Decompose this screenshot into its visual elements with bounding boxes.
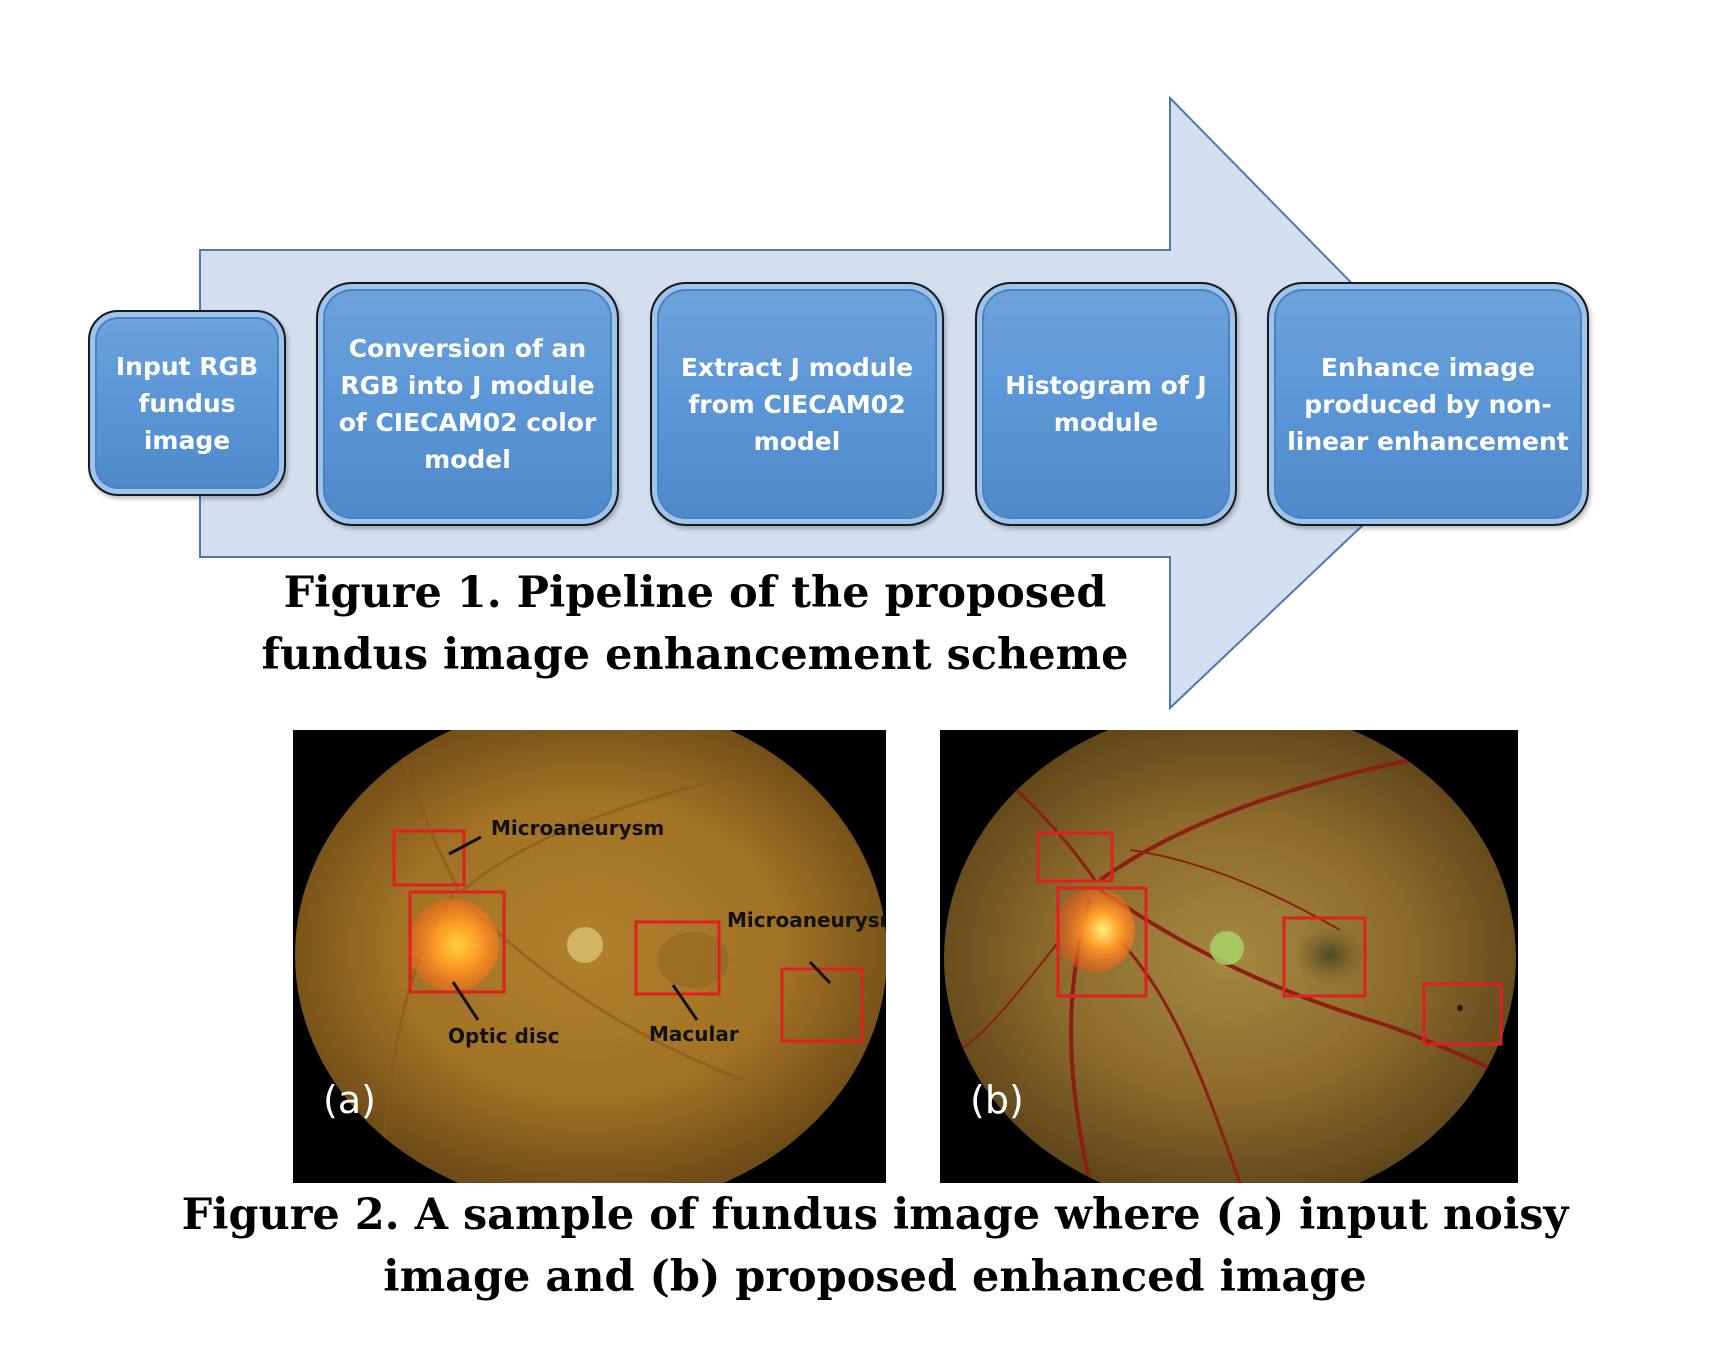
step-label: Enhance image produced by non-linear enh… xyxy=(1287,352,1569,456)
fundus-image-proposed-enhanced: (b) xyxy=(940,730,1518,1183)
annotation-microaneurysm-right: Microaneurysm xyxy=(727,908,886,932)
fundus-image-input-noisy: Microaneurysm Microaneurysm Optic disc M… xyxy=(293,730,886,1183)
panel-label-b: (b) xyxy=(970,1078,1024,1122)
caption-line: fundus image enhancement scheme xyxy=(261,630,1129,680)
step-nonlinear-enhancement: Enhance image produced by non-linear enh… xyxy=(1267,282,1589,526)
step-label: Input RGB fundus image xyxy=(115,351,259,455)
step-label: Conversion of an RGB into J module of CI… xyxy=(338,334,597,474)
figure-2-caption: Figure 2. A sample of fundus image where… xyxy=(140,1184,1610,1308)
figure-1-caption: Figure 1. Pipeline of the proposed fundu… xyxy=(230,562,1160,686)
annotation-macular: Macular xyxy=(649,1022,739,1046)
panel-label-a: (a) xyxy=(323,1078,376,1122)
caption-line: Figure 2. A sample of fundus image where… xyxy=(181,1190,1569,1240)
step-rgb-to-j-conversion: Conversion of an RGB into J module of CI… xyxy=(316,282,619,526)
step-histogram-j-module: Histogram of J module xyxy=(975,282,1237,526)
caption-line: Figure 1. Pipeline of the proposed xyxy=(283,568,1107,618)
fundus-image-b-graphic: (b) xyxy=(944,730,1516,1183)
step-input-rgb-fundus-image: Input RGB fundus image xyxy=(88,310,286,496)
caption-line: image and (b) proposed enhanced image xyxy=(383,1252,1367,1302)
step-label: Extract J module from CIECAM02 model xyxy=(680,352,914,456)
step-extract-j-module: Extract J module from CIECAM02 model xyxy=(650,282,944,526)
annotation-microaneurysm-upper: Microaneurysm xyxy=(491,816,664,840)
fundus-image-a-graphic: Microaneurysm Microaneurysm Optic disc M… xyxy=(295,730,886,1183)
annotation-optic-disc: Optic disc xyxy=(448,1024,559,1048)
step-label: Histogram of J module xyxy=(1005,371,1207,437)
